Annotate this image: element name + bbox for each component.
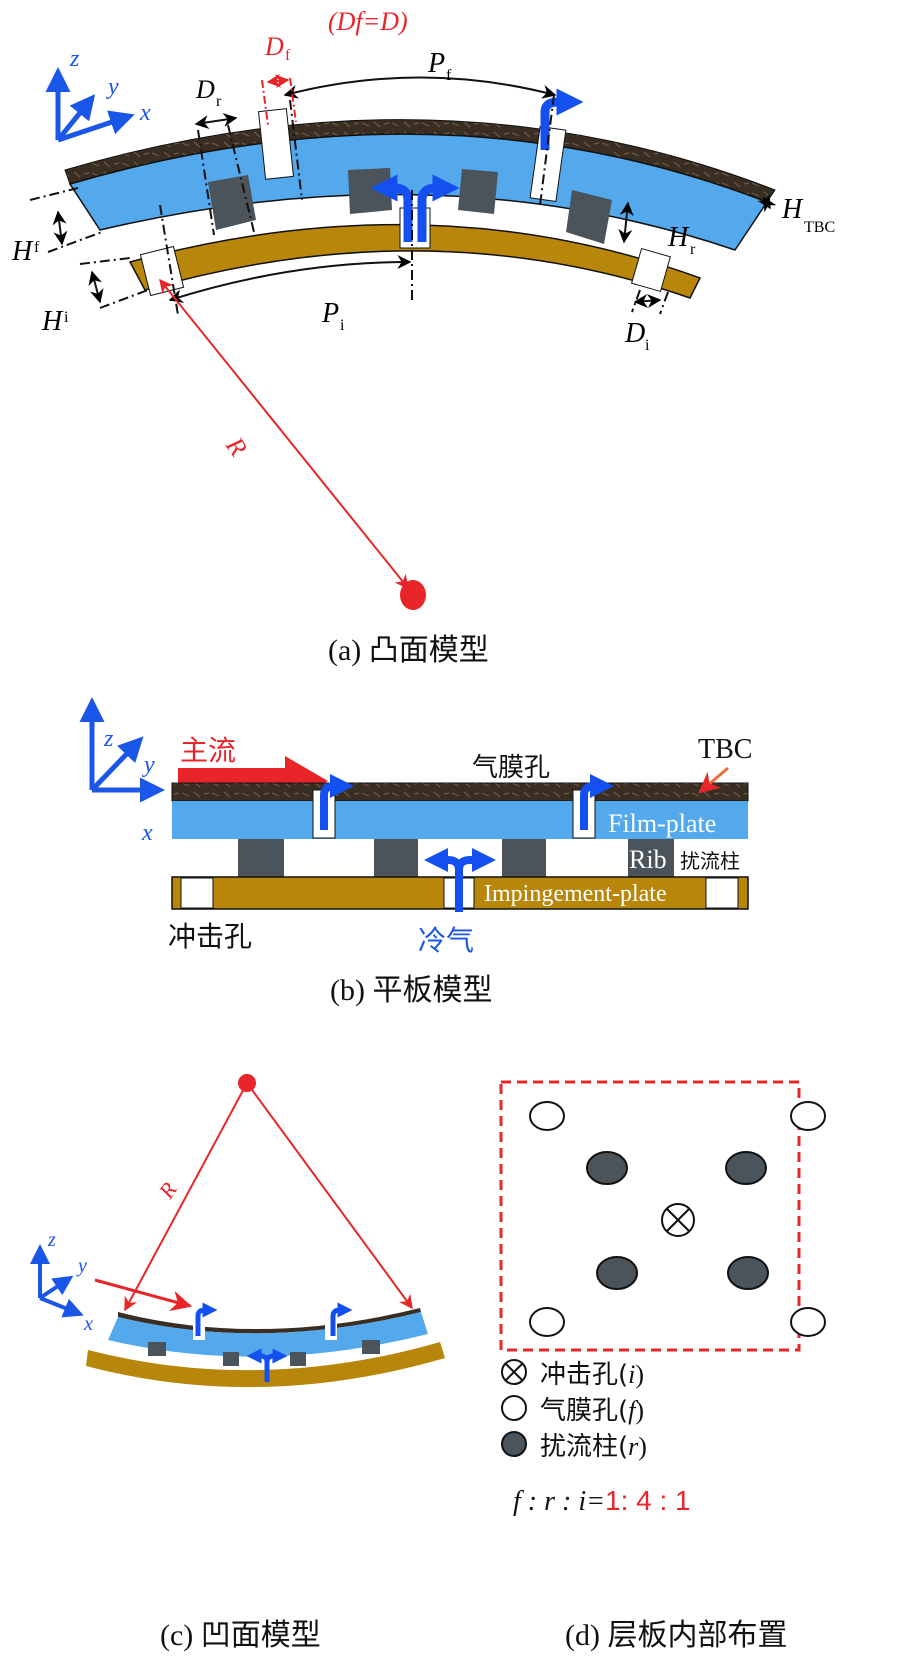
axis-z: z [103,726,114,752]
rib-cn-label: 扰流柱 [680,849,740,873]
svg-text:P: P [321,298,339,329]
axis-z: z [69,46,80,72]
axes-icon-b [79,697,165,803]
ribs [148,1340,380,1366]
axis-x: x [139,100,151,126]
ribs [586,1151,769,1290]
svg-text:H: H [41,306,64,337]
impingement-hole-right [631,247,671,293]
legend-rib: 扰流柱(r) [501,1431,647,1462]
coolant-flow-arrows [320,774,614,912]
svg-text:气膜孔(f): 气膜孔(f) [540,1396,644,1426]
legend-film-hole: 气膜孔(f) [501,1395,644,1426]
axis-y: y [106,74,119,100]
film-hole-right [529,125,567,203]
svg-text:r: r [690,241,696,258]
svg-text:D: D [195,75,215,104]
label-hr: H r [667,222,696,258]
ratio-text: f : r : i=1: 4 : 1 [513,1485,691,1517]
axes-icon-c [30,1244,84,1318]
svg-text:D: D [264,32,284,61]
panel-a-convex-model: R (Df=D) D f D r P f P i H f H i H r [11,7,835,667]
caption-a: (a) 凸面模型 [328,634,489,667]
label-pi: P i [321,298,345,334]
df-red-markers [261,73,297,126]
impingement-hole-label: 冲击孔 [168,920,252,953]
tbc-pointer-arrow [698,766,729,794]
label-df: D f [264,32,291,64]
svg-text:i: i [340,317,345,334]
label-di: D i [624,318,650,354]
centerlines [29,94,669,316]
panel-b-flat-model: z y x 主流 Film-plate Rib 扰流柱 Impingement-… [79,697,752,1007]
axis-z: z [47,1229,56,1251]
caption-c: (c) 凹面模型 [160,1619,321,1652]
film-plate-label: Film-plate [608,809,716,838]
legend-impingement-hole: 冲击孔(i) [501,1359,644,1390]
panel-d-internal-layout: 冲击孔(i) 气膜孔(f) 扰流柱(r) f : r : i=1: 4 : 1 … [499,1080,826,1652]
svg-text:f: f [285,47,291,64]
rib-label: Rib [629,845,667,874]
svg-text:扰流柱(r): 扰流柱(r) [540,1432,647,1462]
svg-text:r: r [216,93,222,110]
tbc-label: TBC [698,734,752,765]
film-holes [529,1101,826,1337]
axis-y: y [76,1255,87,1277]
film-plate [172,801,748,839]
unit-cell-boundary [499,1080,801,1352]
coolant-label: 冷气 [418,924,474,957]
axis-y: y [142,752,155,778]
svg-text:TBC: TBC [804,219,835,236]
film-plate [68,133,769,251]
film-hole-left [257,108,295,180]
axes-icon-a [45,67,135,143]
label-hi: H i [41,306,69,337]
impingement-plate [86,1342,445,1388]
radius-label: R [220,431,254,462]
svg-text:f: f [446,67,452,84]
svg-text:P: P [427,48,445,79]
center-point [400,580,426,610]
caption-b: (b) 平板模型 [330,974,492,1007]
mainstream-label: 主流 [180,734,236,767]
svg-text:f: f [34,239,40,256]
impingement-hole-1 [180,877,214,909]
film-plate [108,1312,428,1357]
ribs [238,839,674,877]
mainstream-arrow [94,1278,193,1312]
impingement-hole-3 [705,877,739,909]
panel-c-concave-model: R z y x (c) 凹面模型 [30,1074,445,1652]
equation-note: (Df=D) [328,7,408,36]
label-pf: P f [427,48,452,84]
svg-text:i: i [645,337,650,354]
tbc-layer [171,782,749,802]
coolant-flow-arrows [370,88,584,242]
radius-line-left [124,1082,248,1312]
axis-x: x [141,820,153,846]
label-hf: H f [11,236,40,267]
radius-line [159,278,409,590]
coolant-flow-arrows [195,1302,353,1382]
label-dr: D r [195,75,222,110]
svg-text:H: H [11,236,34,267]
axis-x: x [83,1313,93,1335]
radius-label: R [153,1177,182,1204]
svg-text:i: i [64,309,69,326]
radius-line-right [246,1082,413,1310]
svg-text:H: H [667,222,690,253]
impingement-hole [661,1203,695,1237]
svg-text:H: H [781,194,804,225]
label-htbc: H TBC [781,194,835,236]
caption-d: (d) 层板内部布置 [565,1619,787,1652]
impingement-plate-label: Impingement-plate [484,881,667,907]
svg-text:D: D [624,318,645,349]
film-hole-label: 气膜孔 [472,753,550,783]
legend: 冲击孔(i) 气膜孔(f) 扰流柱(r) [501,1359,647,1462]
svg-text:冲击孔(i): 冲击孔(i) [540,1360,644,1390]
